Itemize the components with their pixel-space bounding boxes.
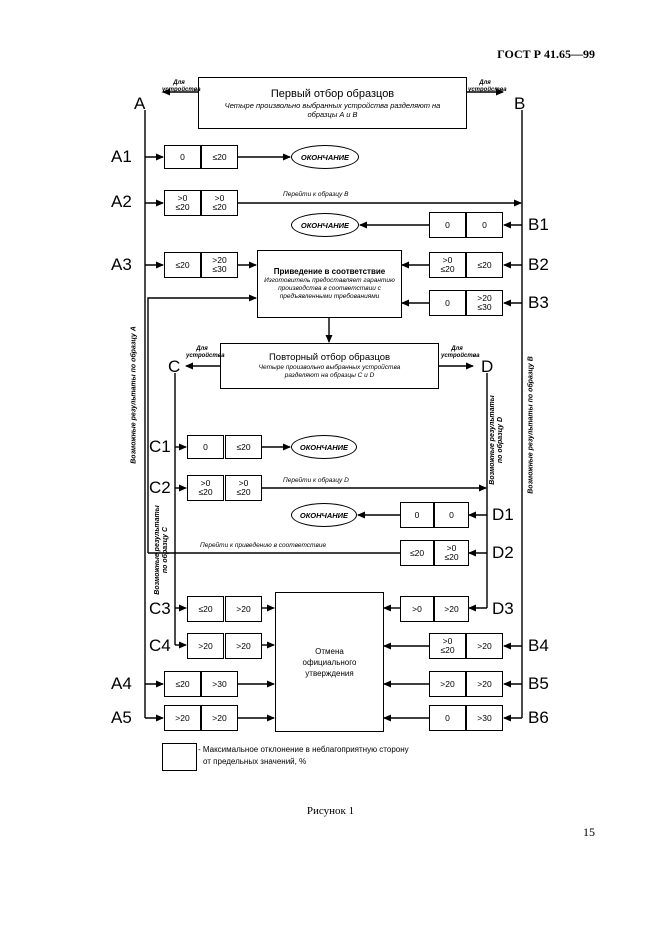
b2-cell-1: >0 ≤20 [429,252,466,278]
b1-cell-2: 0 [466,212,503,238]
first-sampling-left-note: Для устройства [162,80,201,93]
figure-caption: Рисунок 1 [306,805,355,817]
goto-d-note: Перейти к образцу D [283,477,349,484]
d1-cell-1: 0 [400,502,434,528]
first-sampling-box: Первый отбор образцов Четыре произвольно… [198,77,467,129]
first-sampling-title: Первый отбор образцов [270,87,395,100]
results-c-text: Возможные результаты по образцу C [154,505,169,595]
a2-cell-1: >0 ≤20 [164,190,201,216]
b4-cell-1: >0 ≤20 [429,633,466,659]
label-b1: B1 [528,215,549,234]
b5-cell-2: >20 [466,671,503,697]
first-sampling-right-note: Для устройства [468,80,507,93]
label-c: C [168,357,181,376]
conformity-subtitle: Изготовитель предоставляет гарантию прои… [264,277,395,300]
label-a5: A5 [111,708,132,727]
b3-cell-1: 0 [429,290,466,316]
c2-cell-1: >0 ≤20 [187,475,224,501]
a4-cell-2: >30 [201,671,238,697]
a3-cell-2: >20 ≤30 [201,252,238,278]
legend-line-2: от предельных значений, % [203,757,307,766]
goto-conformity-note: Перейти к приведению в соответствие [200,542,327,549]
c4-cell-1: >20 [187,633,224,659]
c2-cell-2: >0 ≤20 [225,475,262,501]
conformity-title: Приведение в соответствие [273,267,386,276]
b2-cell-2: ≤20 [466,252,503,278]
a1-cell-1: 0 [164,145,201,169]
b5-cell-1: >20 [429,671,466,697]
b3-cell-2: >20 ≤30 [466,290,503,316]
c1-cell-2: ≤20 [225,435,262,459]
repeat-sampling-left-note: Для устройства [186,346,225,359]
c3-cell-1: ≤20 [187,596,224,622]
d3-cell-2: >20 [434,596,469,622]
results-b-text: Возможные результаты по образцу B [527,356,535,494]
label-b: B [514,94,526,113]
label-b4: B4 [528,636,549,655]
label-a1: A1 [111,147,132,166]
label-c2: C2 [149,478,171,497]
withdrawal-title: Отмена официального утверждения [302,646,357,678]
results-d-text: Возможные результаты по образцу D [489,395,504,485]
document-header: ГОСТ Р 41.65—99 [497,47,595,61]
a3-cell-1: ≤20 [164,252,201,278]
b4-cell-2: >20 [466,633,503,659]
label-b2: B2 [528,255,549,274]
conformity-box: Приведение в соответствие Изготовитель п… [257,250,402,318]
withdrawal-box: Отмена официального утверждения [275,592,384,732]
label-b6: B6 [528,708,549,727]
repeat-sampling-subtitle: Четыре произвольно выбранных устройства … [258,364,401,379]
label-c3: C3 [149,599,171,618]
c3-cell-2: >20 [225,596,262,622]
b1-cell-1: 0 [429,212,466,238]
label-a3: A3 [111,255,132,274]
label-d1: D1 [492,505,514,524]
d3-cell-1: >0 [400,596,434,622]
label-a2: A2 [111,192,132,211]
b6-cell-1: 0 [429,705,466,731]
results-a-text: Возможные результаты по образцу A [130,326,138,464]
legend-line-1: - Максимальное отклонение в неблагоприят… [198,745,409,754]
label-d2: D2 [492,543,514,562]
label-d3: D3 [492,599,514,618]
label-a4: A4 [111,674,132,693]
d1-cell-2: 0 [434,502,469,528]
page-number: 15 [583,825,595,839]
a5-cell-1: >20 [164,705,201,731]
label-a: A [134,94,146,113]
end-oval: ОКОНЧАНИЕ [291,503,357,527]
a4-cell-1: ≤20 [164,671,201,697]
a5-cell-2: >20 [201,705,238,731]
label-d: D [481,357,494,376]
goto-b-note: Перейти к образцу B [283,191,349,198]
end-oval: ОКОНЧАНИЕ [291,213,359,237]
label-b3: B3 [528,293,549,312]
first-sampling-subtitle: Четыре произвольно выбранных устройства … [224,100,441,119]
d2-cell-1: ≤20 [400,540,434,566]
c4-cell-2: >20 [225,633,262,659]
a1-cell-2: ≤20 [201,145,238,169]
label-c4: C4 [149,636,171,655]
repeat-sampling-box: Повторный отбор образцов Четыре произвол… [220,343,439,389]
a2-cell-2: >0 ≤20 [201,190,238,216]
repeat-sampling-right-note: Для устройства [441,346,480,359]
c1-cell-1: 0 [187,435,224,459]
legend-box [162,743,197,771]
label-c1: C1 [149,437,171,456]
repeat-sampling-title: Повторный отбор образцов [268,352,391,363]
end-oval: ОКОНЧАНИЕ [291,435,357,459]
end-oval: ОКОНЧАНИЕ [291,145,359,169]
label-b5: B5 [528,674,549,693]
b6-cell-2: >30 [466,705,503,731]
d2-cell-2: >0 ≤20 [434,540,469,566]
